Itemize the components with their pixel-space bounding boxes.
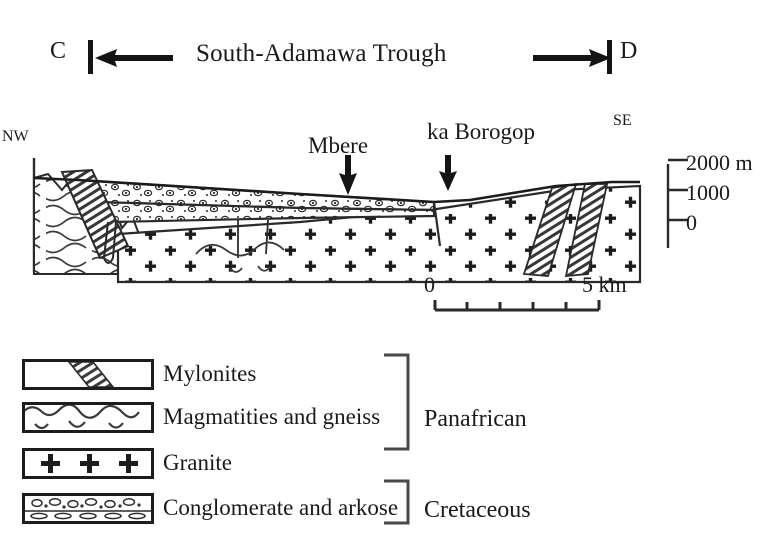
annotation-label-ka-borogop: ka Borogop xyxy=(427,119,535,144)
legend-label-magmatites-gneiss: Magmatities and gneiss xyxy=(163,404,381,429)
elevation-tick-1000: 1000 xyxy=(686,180,730,205)
elevation-axis-ticks xyxy=(668,158,688,222)
legend-label-granite: Granite xyxy=(163,450,232,475)
legend-item-granite: Granite xyxy=(22,446,232,480)
legend-swatch-magmatites-gneiss xyxy=(22,401,154,433)
orientation-label-nw: NW xyxy=(2,128,29,145)
legend-label-mylonites: Mylonites xyxy=(163,361,257,386)
legend-item-mylonites: Mylonites xyxy=(22,357,256,391)
arrow-left-icon xyxy=(95,49,173,67)
arrow-right-icon xyxy=(533,49,611,67)
figure-title: South-Adamawa Trough xyxy=(196,40,447,67)
legend-item-magmatites-gneiss: Magmatities and gneiss xyxy=(22,400,380,434)
down-arrow-icon-mbere xyxy=(339,155,357,195)
legend-swatch-conglomerate-arkose xyxy=(22,492,154,524)
group-label-panafrican: Panafrican xyxy=(424,406,527,432)
legend-swatch-mylonites xyxy=(22,358,154,390)
down-arrow-icon-ka-borogop xyxy=(439,155,457,191)
scale-bar-start-label: 0 xyxy=(424,272,435,297)
section-line-label-c: C xyxy=(50,38,67,64)
elevation-tick-2000: 2000 m xyxy=(686,150,753,175)
section-end-bar-c xyxy=(88,40,93,74)
group-bracket-cretaceous xyxy=(384,479,410,525)
section-line-label-d: D xyxy=(620,38,638,64)
legend-swatch-granite xyxy=(22,447,154,479)
annotation-label-mbere: Mbere xyxy=(308,133,369,158)
scale-bar-end-label: 5 km xyxy=(582,272,627,297)
group-label-cretaceous: Cretaceous xyxy=(424,497,531,523)
cross-section-drawing xyxy=(32,158,670,284)
elevation-tick-0: 0 xyxy=(686,210,697,235)
section-end-bar-d xyxy=(607,40,612,74)
group-bracket-panafrican xyxy=(384,353,410,451)
orientation-label-se: SE xyxy=(613,112,632,129)
scale-bar xyxy=(433,300,601,312)
legend-item-conglomerate-arkose: Conglomerate and arkose xyxy=(22,491,398,525)
legend-label-conglomerate-arkose: Conglomerate and arkose xyxy=(163,495,399,520)
